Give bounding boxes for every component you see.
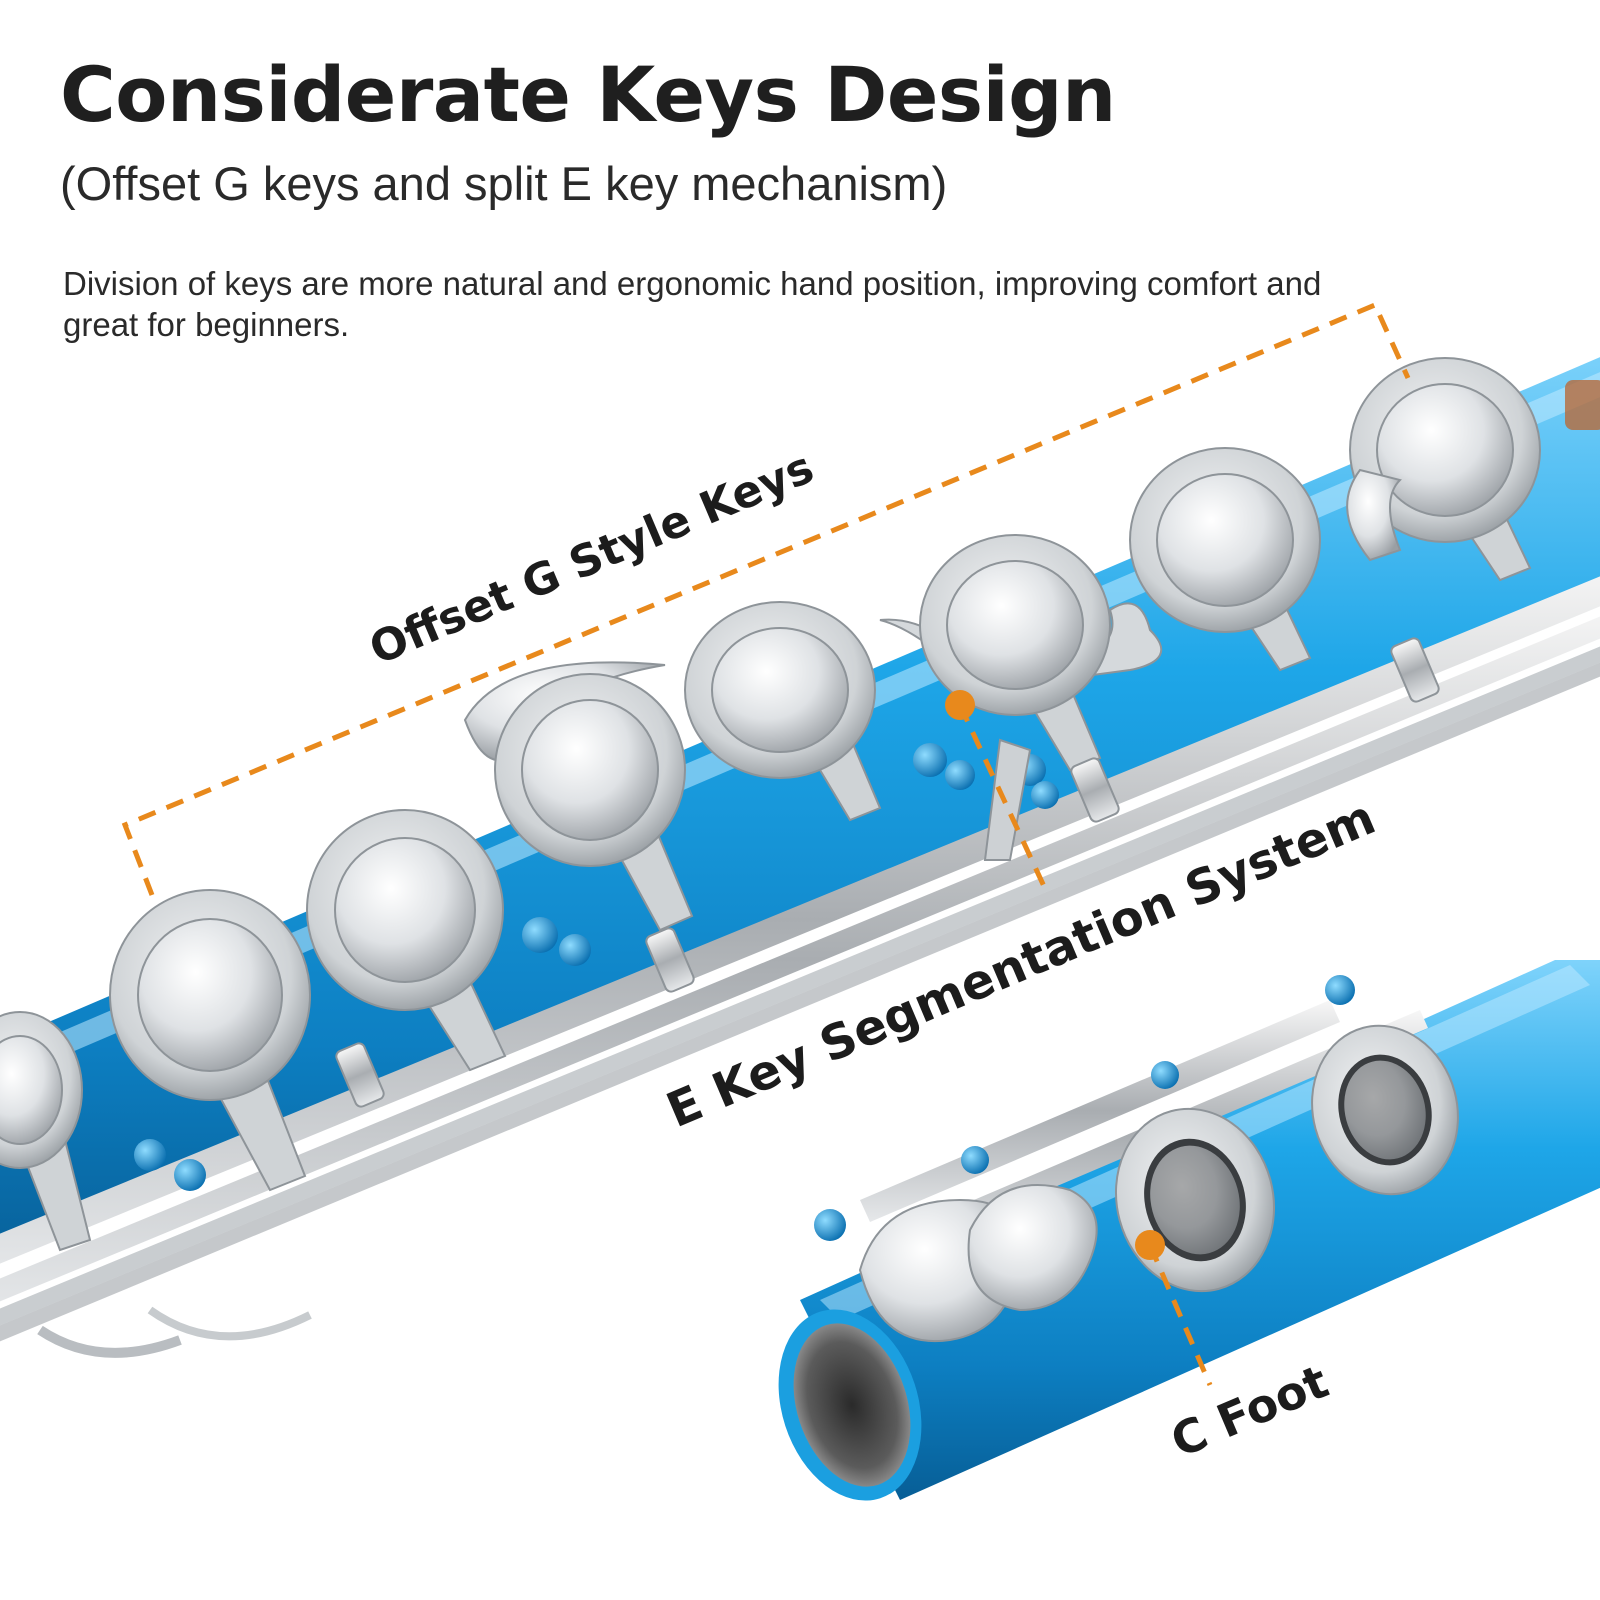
c-foot-marker-dot <box>1135 1230 1165 1260</box>
flute-main-body <box>0 357 1600 1358</box>
feature-description: Division of keys are more natural and er… <box>63 265 1322 343</box>
e-key-marker-dot <box>945 690 975 720</box>
c-foot-label: C Foot <box>1163 1354 1336 1468</box>
page-subtitle: (Offset G keys and split E key mechanism… <box>60 157 948 210</box>
flute-foot-joint <box>778 960 1600 1501</box>
key-cups-main <box>0 357 1541 1169</box>
page-title: Considerate Keys Design <box>60 50 1116 139</box>
callout-lines <box>121 301 1411 1386</box>
